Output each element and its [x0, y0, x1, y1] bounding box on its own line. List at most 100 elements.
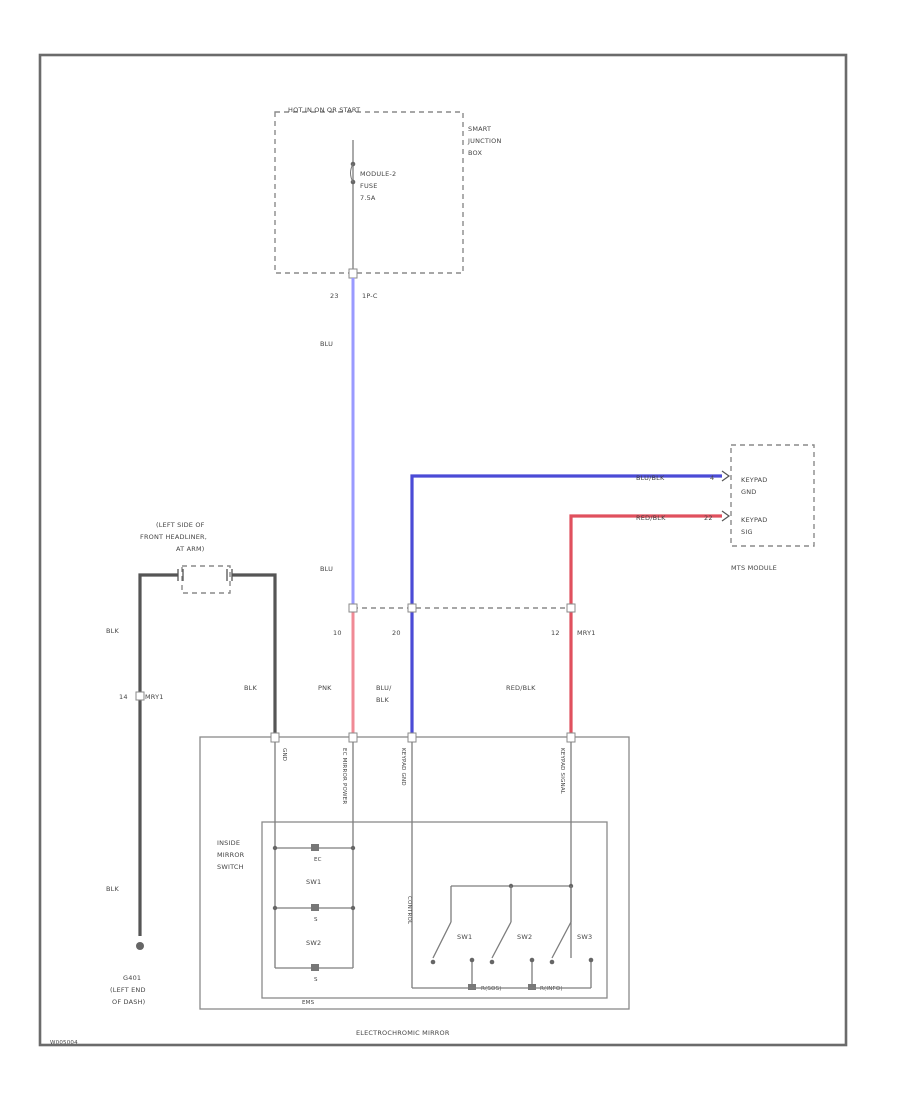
wire-blk-right [232, 573, 277, 733]
fuse-element [350, 163, 354, 183]
mts-label-bottom-1: KEYPAD [741, 516, 768, 524]
mts-module-title: MTS MODULE [731, 564, 777, 572]
mirror-pin-power [348, 732, 358, 743]
sw1-node-right [350, 905, 356, 911]
junction-box-name-3: BOX [468, 149, 482, 157]
headliner-label-2: FRONT HEADLINER, [140, 533, 207, 541]
kp-sw3-label: SW3 [577, 933, 592, 941]
ground-icon [136, 942, 144, 950]
mts-pin-bottom-arrow [721, 510, 731, 522]
connector-pin-20-label: 20 [392, 629, 401, 637]
headliner-connector-outline [181, 565, 231, 594]
kp-sw1-contact [430, 959, 436, 965]
kp-sw1-label: SW1 [457, 933, 472, 941]
kp-r1-node [469, 957, 475, 963]
kp-r2-node [529, 957, 535, 963]
wire-label-blk-right: BLK [244, 684, 257, 692]
wire-label-blu-lower: BLU [320, 565, 333, 573]
mts-pin-top: 4 [710, 474, 714, 482]
headliner-label-3: AT ARM) [176, 545, 205, 553]
mts-module: 4 22 KEYPAD GND KEYPAD SIG MTS MODULE [704, 444, 815, 572]
kp-r1-label: R(SOS) [481, 986, 502, 992]
connector-pin-12 [566, 603, 576, 613]
kp-r3-node [588, 957, 594, 963]
ec-element [311, 844, 319, 851]
wire-label-red-blk: RED/BLK [506, 684, 536, 692]
diagram-frame [38, 53, 848, 1047]
kp-r2-element [528, 984, 536, 990]
headliner-label-1: (LEFT SIDE OF [156, 521, 205, 529]
fuse-label-3: 7.5A [360, 194, 376, 202]
kp-sw3-contact [549, 959, 555, 965]
ec-node-left [272, 845, 278, 851]
ec-label: EC [314, 857, 322, 863]
wire-label-red-blk-top: RED/BLK [636, 514, 666, 522]
mirror-title: ELECTROCHROMIC MIRROR [356, 1029, 450, 1037]
ground-connector-pin [135, 691, 145, 701]
mirror-pin-gnd [270, 732, 280, 743]
mts-label-top-1: KEYPAD [741, 476, 768, 484]
connector-pin-10-label: 10 [333, 629, 342, 637]
ground-label-3: OF DASH) [112, 998, 145, 1006]
kp-r1-element [468, 984, 476, 990]
mts-label-top-2: GND [741, 488, 757, 496]
fuse-label-1: MODULE-2 [360, 170, 396, 178]
ground-connector-name: MRY1 [145, 693, 164, 701]
connector-pin-10 [348, 603, 358, 613]
sw1-element [311, 904, 319, 911]
ground-label-2: (LEFT END [110, 986, 146, 994]
kp-sw3-blade [551, 921, 572, 959]
mts-pin-top-arrow [721, 470, 731, 482]
sw2-sub-label: S [314, 977, 318, 983]
switch-label-2: MIRROR [217, 851, 245, 859]
mirror-pin-keypad-gnd [407, 732, 417, 743]
wire-label-pnk: PNK [318, 684, 332, 692]
headliner-connector-terminals [177, 569, 233, 581]
inside-mirror-switch-outline [261, 821, 608, 999]
connector-pin-12-label: 12 [551, 629, 560, 637]
kp-r2-label: R(INFO) [540, 986, 563, 992]
sw2-element [311, 964, 319, 971]
mts-label-bottom-2: SIG [741, 528, 753, 536]
junction-connector-name: 1P-C [362, 292, 378, 300]
switch-label-3: SWITCH [217, 863, 244, 871]
supply-label: HOT IN ON OR START [288, 106, 360, 114]
mirror-pin-label-keypad-signal: KEYPAD SIGNAL [559, 748, 565, 795]
wire-label-blu-blk-2: BLK [376, 696, 389, 704]
mirror-bottom-label: EMS [302, 1000, 315, 1006]
sw2-label: SW2 [306, 939, 321, 947]
wire-label-blk-ground: BLK [106, 885, 119, 893]
mirror-pin-keypad-signal [566, 732, 576, 743]
wire-label-blu-upper: BLU [320, 340, 333, 348]
junction-box-outline [274, 111, 464, 274]
ground-label-1: G401 [123, 974, 141, 982]
wire-label-blu-blk-1: BLU/ [376, 684, 392, 692]
kp-sw2-label: SW2 [517, 933, 532, 941]
sw1-node-left [272, 905, 278, 911]
ground-pin: 14 [119, 693, 128, 701]
mts-module-outline [730, 444, 815, 547]
mirror-pin-label-keypad-gnd: KEYPAD GND [400, 748, 406, 786]
junction-box-connector [348, 268, 358, 279]
sw1-label: SW1 [306, 878, 321, 886]
mirror-pin-label-gnd: GND [281, 748, 287, 761]
wire-label-blu-blk-top: BLU/BLK [636, 474, 665, 482]
wire-blu-blk [410, 474, 722, 733]
electrochromic-mirror: GND EC MIRROR POWER KEYPAD GND KEYPAD SI… [199, 732, 630, 1037]
control-label: CONTROL [406, 896, 412, 925]
kp-sw2-blade [491, 921, 512, 959]
junction-pin-number: 23 [330, 292, 339, 300]
figure-id: W005004 [50, 1040, 78, 1046]
kp-sw2-contact [489, 959, 495, 965]
ground-g401: G401 (LEFT END OF DASH) [110, 942, 146, 1006]
connector-pin-20 [407, 603, 417, 613]
switch-label-1: INSIDE [217, 839, 240, 847]
sw1-sub-label: S [314, 917, 318, 923]
connector-name: MRY1 [577, 629, 596, 637]
headliner-ground-point: (LEFT SIDE OF FRONT HEADLINER, AT ARM) [140, 521, 231, 594]
fuse-label-2: FUSE [360, 182, 378, 190]
junction-box-name-1: SMART [468, 125, 491, 133]
ec-node-right [350, 845, 356, 851]
smart-junction-box: HOT IN ON OR START SMART JUNCTION BOX MO… [274, 106, 501, 300]
